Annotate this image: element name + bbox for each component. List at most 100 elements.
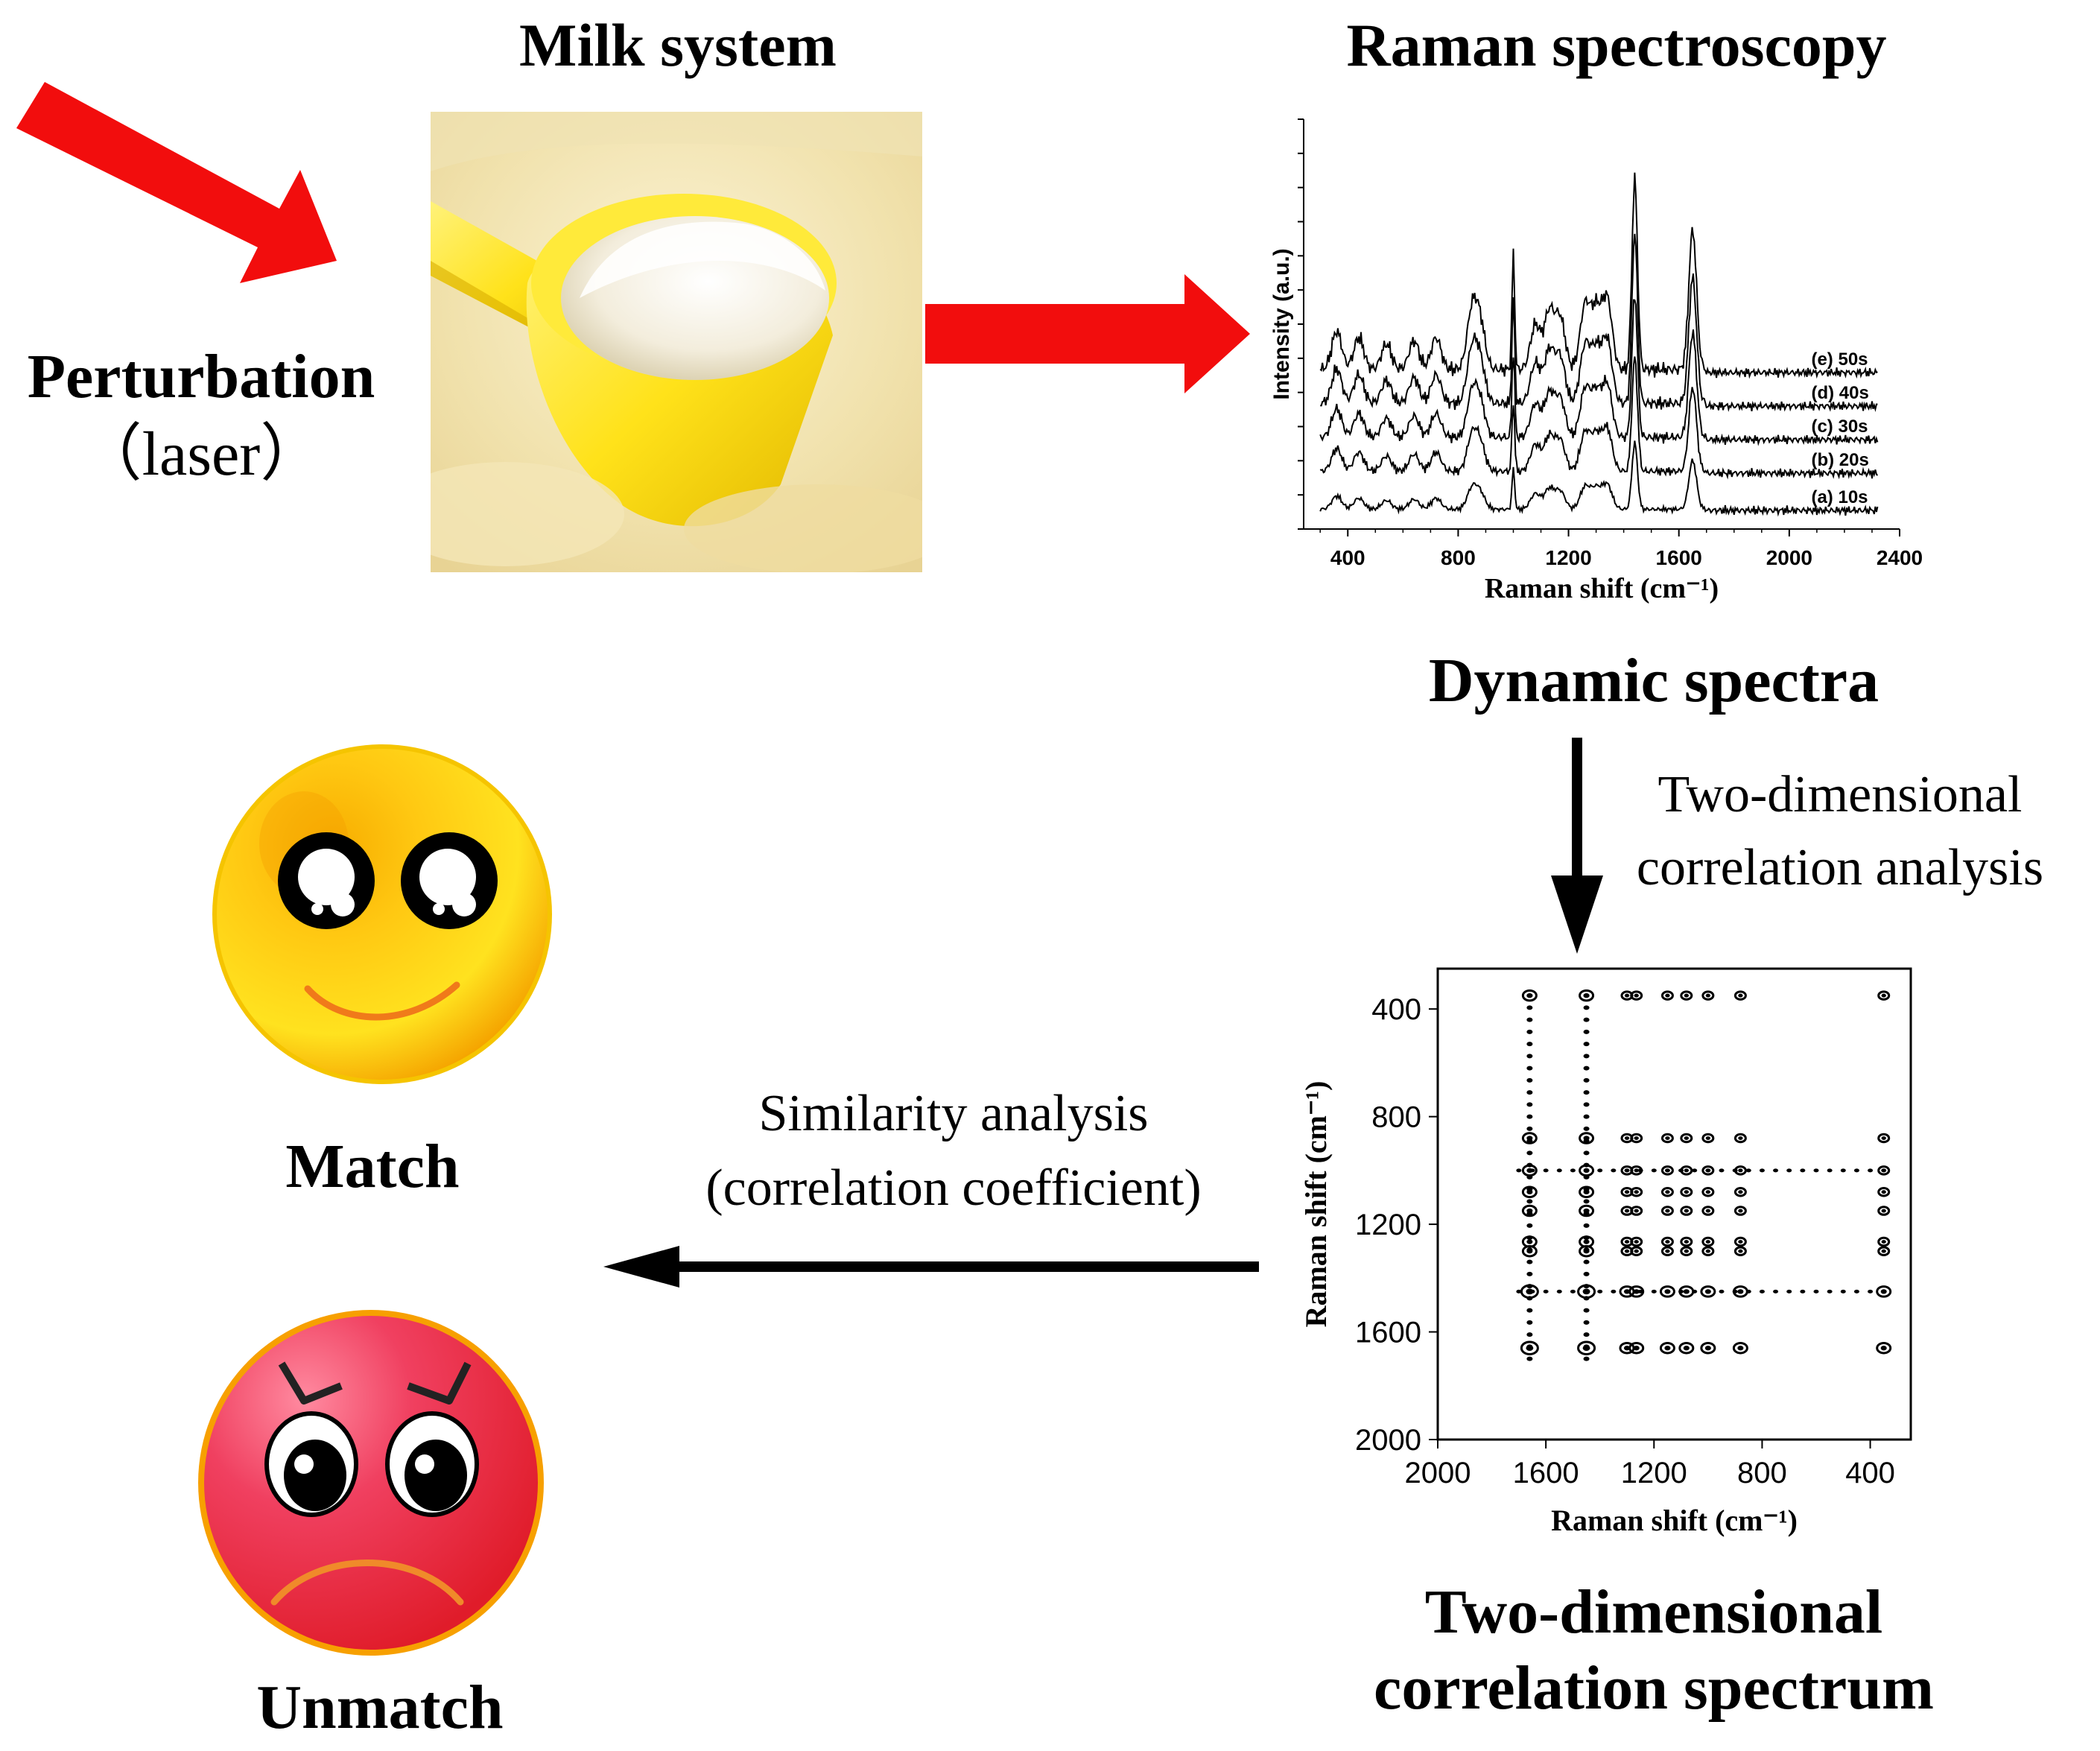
spectra-x-label: Raman shift (cm⁻¹) xyxy=(1485,573,1719,604)
corr-contour-core xyxy=(1683,1346,1690,1351)
corr-contour-dot xyxy=(1526,1344,1533,1349)
corr-contour-dot xyxy=(1526,993,1533,998)
spectrum-line xyxy=(1319,299,1879,446)
corr-contour xyxy=(1660,1165,1674,1176)
match-left-eye xyxy=(278,832,375,929)
corr-contour-dot xyxy=(1583,1017,1590,1022)
corr-contour-dot xyxy=(1526,1296,1533,1301)
corr-contour-dot xyxy=(1529,1289,1535,1294)
spectrum-line xyxy=(1319,356,1879,480)
spectra-x-tick-label: 400 xyxy=(1330,546,1365,569)
corr-contour-core xyxy=(1738,1240,1743,1244)
corr-contour-dot xyxy=(1881,1168,1887,1173)
corr-contour-core xyxy=(1738,1136,1743,1140)
corr-contour xyxy=(1701,990,1715,1001)
corr-contour-dot xyxy=(1664,1168,1670,1173)
corr-contour xyxy=(1630,1186,1643,1197)
corr-contour xyxy=(1733,1246,1747,1256)
corr-contour xyxy=(1628,1341,1645,1355)
corr-contour-dot xyxy=(1583,1139,1590,1144)
corr-contour-core xyxy=(1881,1249,1886,1253)
corr-contour-dot xyxy=(1853,1289,1859,1294)
corr-contour-dot xyxy=(1745,1168,1751,1173)
corr-contour-dot xyxy=(1583,1271,1590,1276)
corr-contour-dot xyxy=(1526,1054,1533,1059)
corr-contour-dot xyxy=(1543,1289,1549,1294)
corr-contour-core xyxy=(1705,1136,1711,1140)
corr-contour-dot xyxy=(1732,1289,1738,1294)
spectra-x-tick-label: 1200 xyxy=(1545,546,1591,569)
corr-contour-core xyxy=(1526,1239,1533,1244)
corr-contour xyxy=(1630,1246,1643,1256)
corr-contour xyxy=(1521,1204,1538,1218)
corr-contour-dot xyxy=(1583,1005,1590,1010)
corr-contour-dot xyxy=(1526,1139,1533,1144)
corr-contour-dot xyxy=(1516,1168,1522,1173)
corr-contour-dot xyxy=(1611,1168,1617,1173)
corr-contour-dot xyxy=(1526,1332,1533,1337)
corr-contour-core xyxy=(1624,993,1630,998)
spectrum-series-label: (d) 40s xyxy=(1811,383,1868,403)
corr-contour-dot xyxy=(1583,1211,1590,1216)
corr-contour-dot xyxy=(1526,1102,1533,1107)
corr-contour-dot xyxy=(1526,1271,1533,1276)
corr-contour xyxy=(1660,1186,1674,1197)
corr-contour xyxy=(1660,1236,1674,1247)
right-arrow-shape xyxy=(925,274,1250,393)
spectra-x-tick-label: 1600 xyxy=(1656,546,1702,569)
corr-contour-core xyxy=(1738,1209,1743,1213)
corr-contour-dot xyxy=(1583,1284,1590,1289)
corr-contour-core xyxy=(1881,1190,1886,1194)
corr-contour-dot xyxy=(1583,1296,1590,1301)
corr-contour-dot xyxy=(1773,1168,1779,1173)
corr-contour-core xyxy=(1684,1209,1689,1213)
corr-contour-dot xyxy=(1526,1126,1533,1131)
corr-contour-dot xyxy=(1526,1247,1533,1253)
two-dim-analysis-line1: Two-dimensional xyxy=(1658,766,2023,823)
corr-contour-dot xyxy=(1583,1029,1590,1034)
corr-contour xyxy=(1660,1246,1674,1256)
corr-contour xyxy=(1701,1206,1715,1216)
corr-contour-core xyxy=(1705,1209,1711,1213)
corr-contour-dot xyxy=(1611,1289,1617,1294)
corr-contour-dot xyxy=(1526,1029,1533,1034)
corr-contour xyxy=(1876,1285,1892,1298)
corr-contour-dot xyxy=(1719,1289,1725,1294)
corr-contour xyxy=(1630,1133,1643,1144)
corr-contour-core xyxy=(1634,1190,1639,1194)
corr-contour-dot xyxy=(1583,1235,1590,1241)
milk-powder-image xyxy=(431,112,922,572)
corr-contour-core xyxy=(1684,1249,1689,1253)
corr-contour-dot xyxy=(1526,1211,1533,1216)
corr-contour-core xyxy=(1738,1190,1743,1194)
corr-y-tick-label: 2000 xyxy=(1355,1424,1421,1457)
raman-spectroscopy-title: Raman spectroscopy xyxy=(1346,11,1887,79)
corr-contour xyxy=(1733,1206,1747,1216)
corr-contour-dot xyxy=(1583,1223,1590,1228)
similarity-analysis-line1: Similarity analysis xyxy=(758,1085,1149,1142)
corr-contour xyxy=(1701,1246,1715,1256)
corr-contour xyxy=(1877,1186,1891,1197)
corr-x-tick-label: 1600 xyxy=(1513,1457,1579,1489)
corr-contour-core xyxy=(1664,1346,1671,1351)
corr-contour xyxy=(1630,1236,1643,1247)
corr-contour xyxy=(1520,1340,1539,1355)
spectrum-series-label: (c) 30s xyxy=(1811,417,1868,437)
corr-contour-core xyxy=(1624,1249,1630,1253)
corr-y-tick-label: 800 xyxy=(1371,1101,1421,1134)
corr-x-tick-label: 1200 xyxy=(1621,1457,1687,1489)
corr-contour-core xyxy=(1737,1289,1744,1294)
corr-contour xyxy=(1579,1204,1595,1218)
corr-contour-dot xyxy=(1813,1168,1819,1173)
corr-contour-core xyxy=(1665,993,1670,998)
corr-contour-core xyxy=(1881,993,1886,998)
corr-contour-core xyxy=(1665,1190,1670,1194)
corr-contour-core xyxy=(1684,1136,1689,1140)
corr-contour-dot xyxy=(1583,1126,1590,1131)
spectrum-line xyxy=(1319,172,1878,379)
corr-contour-dot xyxy=(1773,1289,1779,1294)
corr-contour-dot xyxy=(1664,1289,1670,1294)
corr-contour-dot xyxy=(1526,1077,1533,1083)
corr-contour-dot xyxy=(1678,1289,1684,1294)
corr-contour xyxy=(1877,1236,1891,1247)
